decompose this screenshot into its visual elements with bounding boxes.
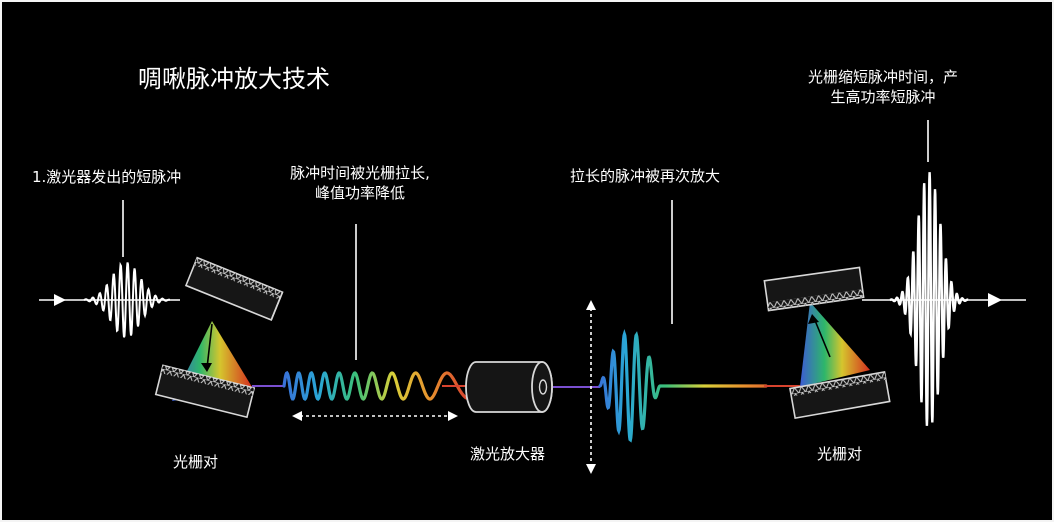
label-compressed-line1: 光栅缩短脉冲时间，产 (807, 68, 958, 86)
label-laser-amplifier: 激光放大器 (470, 445, 546, 463)
amplitude-arrow (586, 300, 596, 474)
short-input-pulse (83, 261, 170, 338)
label-grating-pair-right: 光栅对 (817, 445, 863, 463)
leader-lines (122, 120, 929, 360)
label-grating-pair-left: 光栅对 (173, 453, 219, 471)
laser-amplifier (442, 361, 600, 413)
label-compressed-line2: 生高功率短脉冲 (830, 87, 936, 106)
compressed-output-pulse (889, 172, 969, 426)
label-short-pulse: 1.激光器发出的短脉冲 (32, 168, 182, 186)
label-stretched-line1: 脉冲时间被光栅拉长, (290, 164, 430, 182)
amplified-pulse (598, 329, 768, 443)
diagram-title: 啁啾脉冲放大技术 (138, 65, 330, 93)
label-stretched-line2: 峰值功率降低 (314, 183, 405, 202)
label-amplified: 拉长的脉冲被再次放大 (570, 167, 721, 185)
label-compressed: 光栅缩短脉冲时间，产 生高功率短脉冲 (792, 68, 974, 107)
stretch-duration-arrow (292, 411, 458, 421)
arrow-right-icon (988, 293, 1002, 307)
label-stretched: 脉冲时间被光栅拉长, 峰值功率降低 (280, 164, 440, 203)
grating-pair-left (154, 256, 284, 419)
stretched-pulse (282, 370, 472, 402)
arrow-right-icon (54, 294, 66, 306)
grating-pair-right (763, 266, 891, 420)
